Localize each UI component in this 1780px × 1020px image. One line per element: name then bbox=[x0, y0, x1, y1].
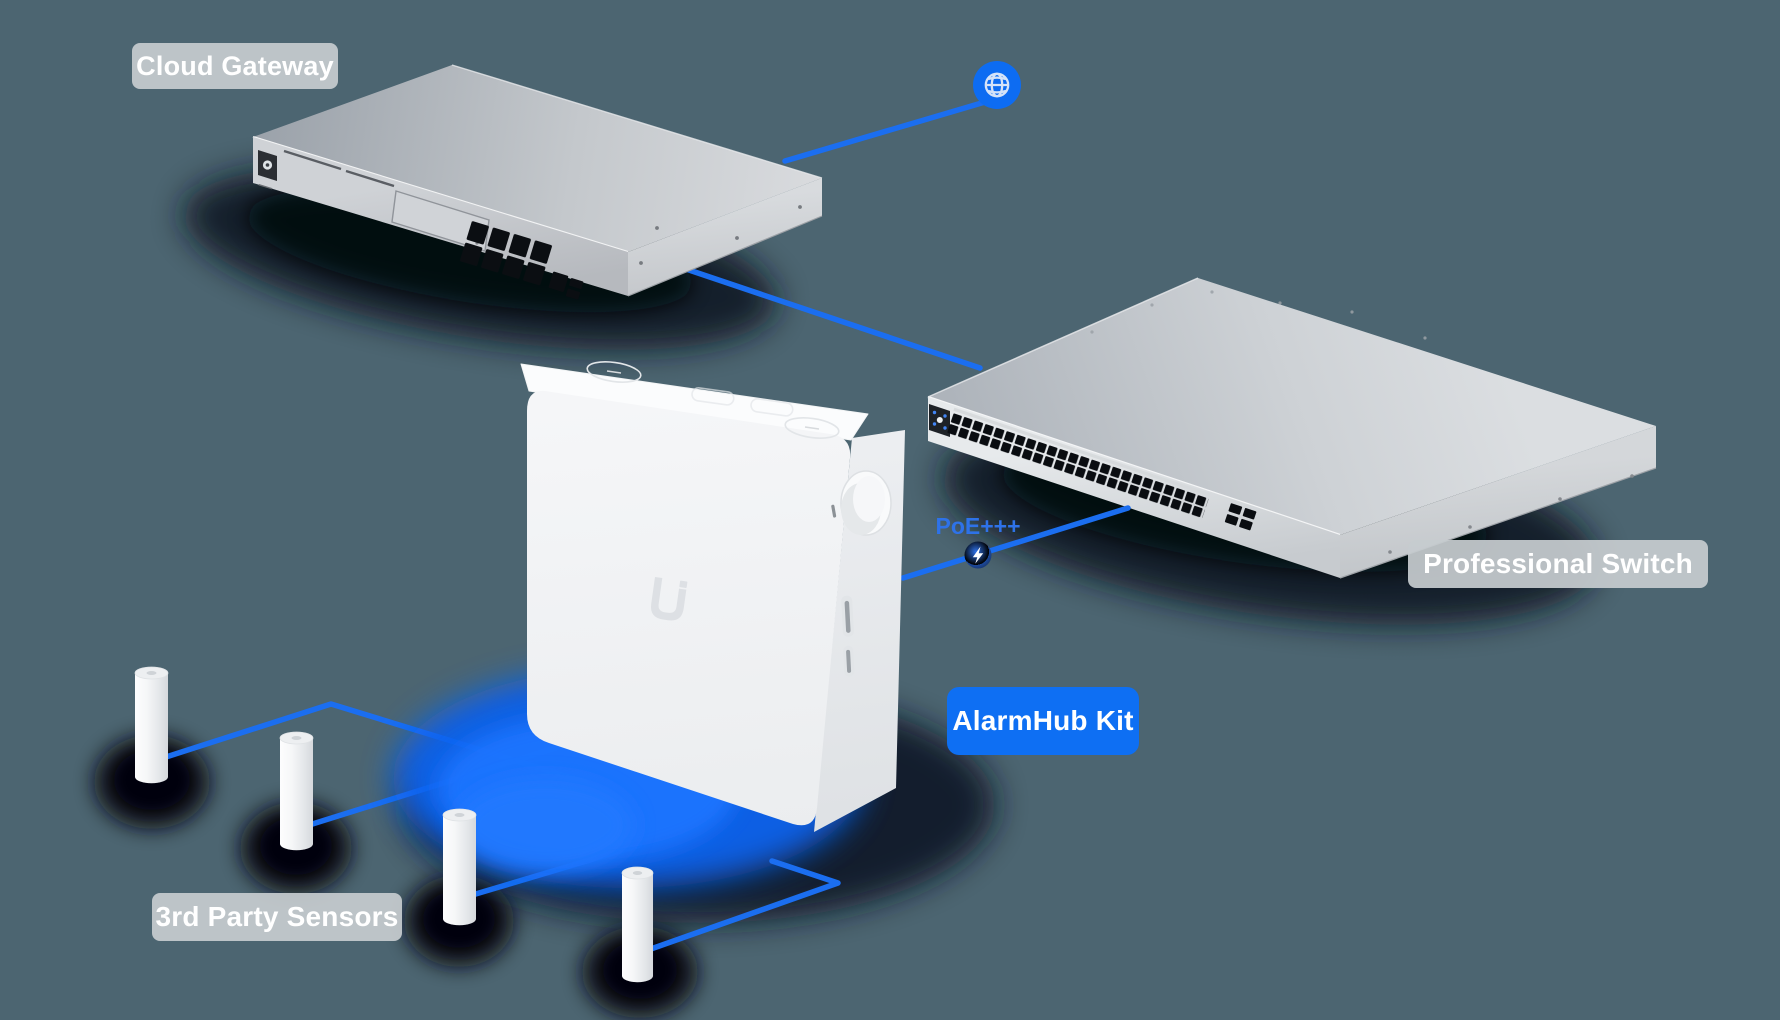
lightning-icon bbox=[972, 546, 984, 564]
line-gateway-internet bbox=[782, 99, 988, 164]
switch-top-screws bbox=[1090, 290, 1427, 340]
alarmhub-device bbox=[520, 361, 905, 832]
cloud-gateway-label: Cloud Gateway bbox=[132, 43, 338, 89]
alarmhub-vents bbox=[841, 595, 855, 677]
alarmhub-kit-label: AlarmHub Kit bbox=[947, 687, 1139, 755]
professional-switch-label: Professional Switch bbox=[1408, 540, 1708, 588]
globe-icon bbox=[984, 72, 1010, 98]
third-party-sensors-group bbox=[134, 666, 654, 983]
gateway-screws bbox=[639, 205, 802, 265]
line-sensor4-hub bbox=[645, 858, 841, 953]
sensor-4 bbox=[621, 866, 654, 983]
switch-sfp-ports bbox=[1224, 503, 1257, 531]
poe-badge bbox=[964, 541, 992, 569]
line-switch-hub-poe bbox=[900, 505, 1131, 581]
sensor-2 bbox=[279, 731, 314, 851]
alarmhub-siren-port bbox=[831, 470, 892, 536]
cloud-gateway-device bbox=[252, 64, 823, 300]
third-party-sensors-label: 3rd Party Sensors bbox=[152, 893, 402, 941]
switch-ports bbox=[945, 407, 1211, 519]
switch-side-screws bbox=[1388, 474, 1634, 554]
poe-annotation: PoE+++ bbox=[935, 513, 1021, 539]
professional-switch-device bbox=[927, 277, 1657, 579]
alarmhub-top-marks bbox=[586, 361, 840, 439]
gateway-ports bbox=[457, 219, 584, 300]
switch-display bbox=[929, 404, 950, 437]
line-gateway-switch bbox=[680, 265, 983, 371]
internet-badge bbox=[973, 61, 1021, 109]
sensor-3 bbox=[442, 808, 477, 926]
connection-lines-front bbox=[645, 505, 1131, 953]
ubiquiti-logo bbox=[650, 577, 688, 621]
sensor-1 bbox=[134, 666, 169, 784]
